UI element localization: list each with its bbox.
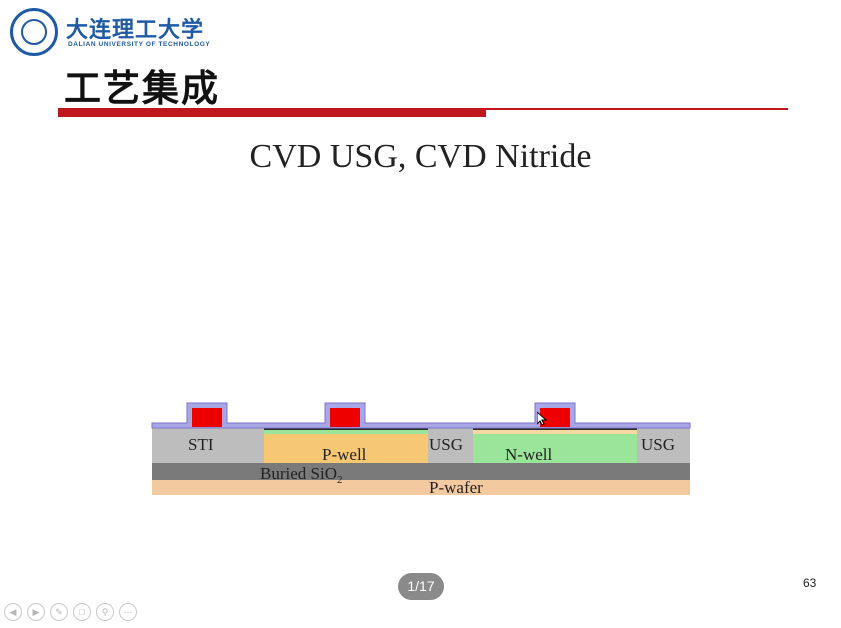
p-wafer-layer [152, 480, 690, 495]
title-rule-thick [58, 108, 486, 117]
cross-section-diagram: STI P-well USG N-well USG Buried SiO2 P-… [150, 400, 695, 500]
mouse-cursor-icon [536, 410, 548, 431]
buried-oxide-text: Buried SiO [260, 464, 337, 483]
nitride-layer [151, 402, 691, 429]
sti-label: STI [188, 435, 214, 454]
next-icon[interactable]: ▶ [27, 603, 45, 621]
gate-poly-2 [330, 408, 360, 427]
p-wafer-label: P-wafer [429, 478, 483, 497]
zoom-icon[interactable]: ⚲ [96, 603, 114, 621]
usg-region-right [637, 428, 690, 463]
gate-poly-3 [540, 408, 570, 427]
usg-label-right: USG [641, 435, 675, 454]
buried-oxide-label: Buried SiO2 [260, 464, 342, 486]
buried-oxide-layer [152, 463, 690, 480]
university-seal-icon [10, 8, 58, 56]
usg-label-left: USG [429, 435, 463, 454]
pen-icon[interactable]: ✎ [50, 603, 68, 621]
usg-region-left [428, 428, 473, 463]
university-name-en: DALIAN UNIVERSITY OF TECHNOLOGY [68, 41, 211, 48]
page-number: 63 [803, 576, 817, 590]
n-well-region [473, 433, 637, 463]
cross-section-svg: STI P-well USG N-well USG Buried SiO2 P-… [151, 402, 691, 497]
p-well-film [264, 430, 428, 434]
slide-title: 工艺集成 [64, 67, 220, 110]
university-name-cn: 大连理工大学 [66, 17, 205, 43]
p-well-region [264, 433, 428, 463]
more-icon[interactable]: ⋯ [119, 603, 137, 621]
n-well-film [473, 430, 637, 434]
presentation-toolbar: ◀ ▶ ✎ □ ⚲ ⋯ [4, 603, 137, 623]
buried-oxide-subscript: 2 [337, 474, 343, 486]
n-well-label: N-well [505, 445, 552, 464]
slides-icon[interactable]: □ [73, 603, 91, 621]
gate-poly-1 [192, 408, 222, 427]
slide-subtitle: CVD USG, CVD Nitride [249, 138, 592, 175]
prev-icon[interactable]: ◀ [4, 603, 22, 621]
slide-counter-badge: 1/17 [398, 573, 444, 600]
p-well-label: P-well [322, 445, 367, 464]
sti-region [152, 428, 264, 463]
title-rule-thin [486, 108, 788, 110]
